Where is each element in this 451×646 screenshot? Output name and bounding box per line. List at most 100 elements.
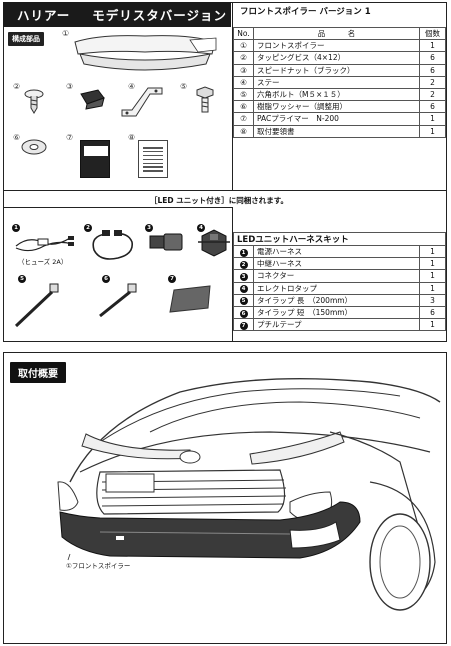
part-number-3: ③ bbox=[66, 82, 74, 91]
part-number-5: ⑤ bbox=[180, 82, 188, 91]
row-qty: 2 bbox=[419, 75, 446, 89]
row-no: 1 bbox=[233, 244, 254, 259]
row-name: スピードナット（ブラック） bbox=[253, 63, 420, 77]
brand-name: ハリアー bbox=[17, 8, 71, 23]
front-spoiler-part-illustration bbox=[74, 35, 217, 71]
row-name: 樹脂ワッシャー（調整用） bbox=[253, 100, 420, 114]
part-number-6: ⑥ bbox=[13, 133, 21, 142]
front-spoiler-callout: ①フロントスポイラー bbox=[66, 562, 131, 570]
electro-tap-icon bbox=[198, 229, 230, 257]
row-qty: 3 bbox=[419, 293, 446, 307]
row-name: タッピングビス（4×12） bbox=[253, 51, 420, 65]
row-qty: 6 bbox=[419, 63, 446, 77]
install-overview-title: 取付概要 bbox=[10, 362, 66, 383]
row-no: 6 bbox=[233, 305, 254, 320]
led-part-number-7: 7 bbox=[168, 275, 176, 283]
connector-icon bbox=[149, 233, 183, 251]
column-header-name: 品 名 bbox=[253, 26, 420, 41]
row-qty: 1 bbox=[419, 257, 446, 271]
row-no: ⑦ bbox=[233, 112, 254, 126]
divider-led-header bbox=[3, 207, 233, 208]
row-no: ⑧ bbox=[233, 124, 254, 138]
led-bundle-note: ［LED ユニット付き］に同梱されます。 bbox=[150, 196, 288, 205]
row-qty: 1 bbox=[419, 124, 446, 138]
row-no: ④ bbox=[233, 75, 254, 89]
power-harness-icon bbox=[15, 236, 74, 252]
row-no: 5 bbox=[233, 293, 254, 307]
row-name: コネクター bbox=[253, 269, 420, 283]
row-qty: 2 bbox=[419, 87, 446, 102]
row-qty: 6 bbox=[419, 305, 446, 320]
row-qty: 1 bbox=[419, 39, 446, 53]
cable-tie-long-icon bbox=[14, 283, 59, 328]
row-no: 3 bbox=[233, 269, 254, 283]
led-part-number-3: 3 bbox=[145, 224, 153, 232]
fuse-note: （ヒューズ 2A） bbox=[18, 258, 68, 266]
row-qty: 1 bbox=[419, 318, 446, 332]
row-name: 六角ボルト（M５×１５） bbox=[253, 87, 420, 102]
row-qty: 1 bbox=[419, 269, 446, 283]
row-qty: 6 bbox=[419, 100, 446, 114]
part-number-1: ① bbox=[62, 29, 70, 38]
row-name: PACプライマー N-200 bbox=[253, 112, 420, 126]
led-part-number-5: 5 bbox=[18, 275, 26, 283]
sub-title: フロントスポイラー バージョン 1 bbox=[240, 7, 371, 17]
led-part-number-1: 1 bbox=[12, 224, 20, 232]
row-qty: 1 bbox=[419, 281, 446, 295]
row-name: タイラップ 長 （200mm） bbox=[253, 293, 420, 307]
butyl-tape-icon bbox=[169, 285, 211, 313]
row-name: エレクトロタップ bbox=[253, 281, 420, 295]
parts-badge: 構成部品 bbox=[8, 32, 44, 46]
row-no: ⑤ bbox=[233, 87, 254, 102]
row-no: ⑥ bbox=[233, 100, 254, 114]
row-no: ② bbox=[233, 51, 254, 65]
row-no: ③ bbox=[233, 63, 254, 77]
part-number-4: ④ bbox=[128, 82, 136, 91]
row-no: 7 bbox=[233, 318, 254, 332]
row-no: ① bbox=[233, 39, 254, 53]
tapping-screw-icon bbox=[24, 89, 44, 114]
led-part-number-6: 6 bbox=[102, 275, 110, 283]
led-table-title: LEDユニットハーネスキット bbox=[233, 232, 446, 246]
table-header-row: No. 品 名 個数 bbox=[233, 26, 446, 41]
cable-tie-short-icon bbox=[99, 283, 137, 318]
row-qty: 1 bbox=[419, 112, 446, 126]
row-name: フロントスポイラー bbox=[253, 39, 420, 53]
led-part-number-4: 4 bbox=[197, 224, 205, 232]
row-no: 2 bbox=[233, 257, 254, 271]
vehicle-front-illustration bbox=[57, 377, 441, 611]
column-header-no: No. bbox=[233, 26, 254, 41]
divider-vertical-led bbox=[232, 207, 233, 342]
divider-vertical-parts bbox=[232, 2, 233, 190]
row-no: 4 bbox=[233, 281, 254, 295]
column-header-qty: 個数 bbox=[419, 26, 446, 41]
relay-harness-icon bbox=[92, 230, 134, 260]
row-name: タイラップ 短 （150mm） bbox=[253, 305, 420, 320]
divider-parts-led bbox=[3, 190, 447, 191]
hex-bolt-icon bbox=[196, 86, 214, 113]
row-qty: 6 bbox=[419, 51, 446, 65]
row-name: 中継ハーネス bbox=[253, 257, 420, 271]
part-number-8: ⑧ bbox=[128, 133, 136, 142]
stay-bracket-icon bbox=[121, 87, 163, 117]
part-number-7: ⑦ bbox=[66, 133, 74, 142]
page-title: ハリアー モデリスタバージョン bbox=[3, 2, 231, 27]
manual-document-icon bbox=[138, 140, 168, 178]
